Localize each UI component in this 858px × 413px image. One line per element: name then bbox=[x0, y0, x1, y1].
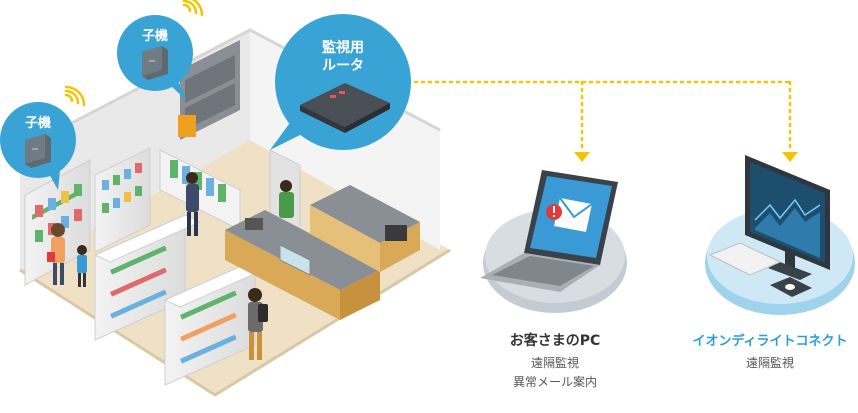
router-label-line1: 監視用 bbox=[322, 39, 364, 56]
router-label-line2: ルータ bbox=[322, 58, 364, 74]
child-device-icon bbox=[25, 134, 51, 168]
child-device-label: 子機 bbox=[25, 115, 51, 131]
child-device-bubble-top: 子機 bbox=[117, 15, 193, 100]
arrow-down-icon bbox=[574, 152, 590, 162]
customer-man bbox=[186, 172, 199, 236]
customer-pc-desc-2: 異常メール案内 bbox=[512, 375, 597, 389]
back-shelf bbox=[94, 147, 151, 253]
checkout-counter bbox=[225, 210, 380, 320]
hot-snack-case bbox=[279, 244, 311, 276]
center-shelf-2 bbox=[163, 259, 272, 386]
kitchen-counter bbox=[310, 185, 420, 272]
child-device-bubble-left: 子機 bbox=[0, 102, 76, 190]
customer-pc-title: お客さまのPC bbox=[509, 333, 601, 349]
mouse-icon bbox=[785, 284, 795, 290]
child-device-label: 子機 bbox=[142, 28, 168, 44]
register bbox=[245, 218, 263, 230]
left-wall-shelf bbox=[24, 159, 91, 286]
aeon-connect-desc-1: 遠隔監視 bbox=[745, 356, 794, 370]
aeon-connect-title: イオンディライトコネクト bbox=[692, 334, 848, 349]
connector-lines bbox=[413, 80, 792, 154]
wifi-icon bbox=[64, 85, 86, 107]
arrow-down-icon bbox=[782, 152, 798, 162]
microwave bbox=[385, 225, 407, 241]
mail-icon bbox=[554, 197, 593, 232]
wall-poster bbox=[178, 115, 196, 137]
router-icon bbox=[300, 83, 390, 133]
customer-pc-desc-1: 遠隔監視 bbox=[530, 356, 579, 370]
customer-woman bbox=[47, 223, 65, 285]
store-clerk bbox=[279, 180, 294, 218]
customer-child bbox=[77, 245, 87, 287]
customer-pc-illustration bbox=[480, 170, 627, 313]
customer-backpack bbox=[248, 288, 268, 360]
router-bubble: 監視用 ルータ bbox=[270, 14, 411, 150]
aeon-connect-illustration bbox=[705, 155, 855, 315]
keyboard-icon bbox=[708, 242, 782, 276]
child-device-icon bbox=[142, 46, 168, 80]
wifi-icon bbox=[182, 0, 204, 17]
